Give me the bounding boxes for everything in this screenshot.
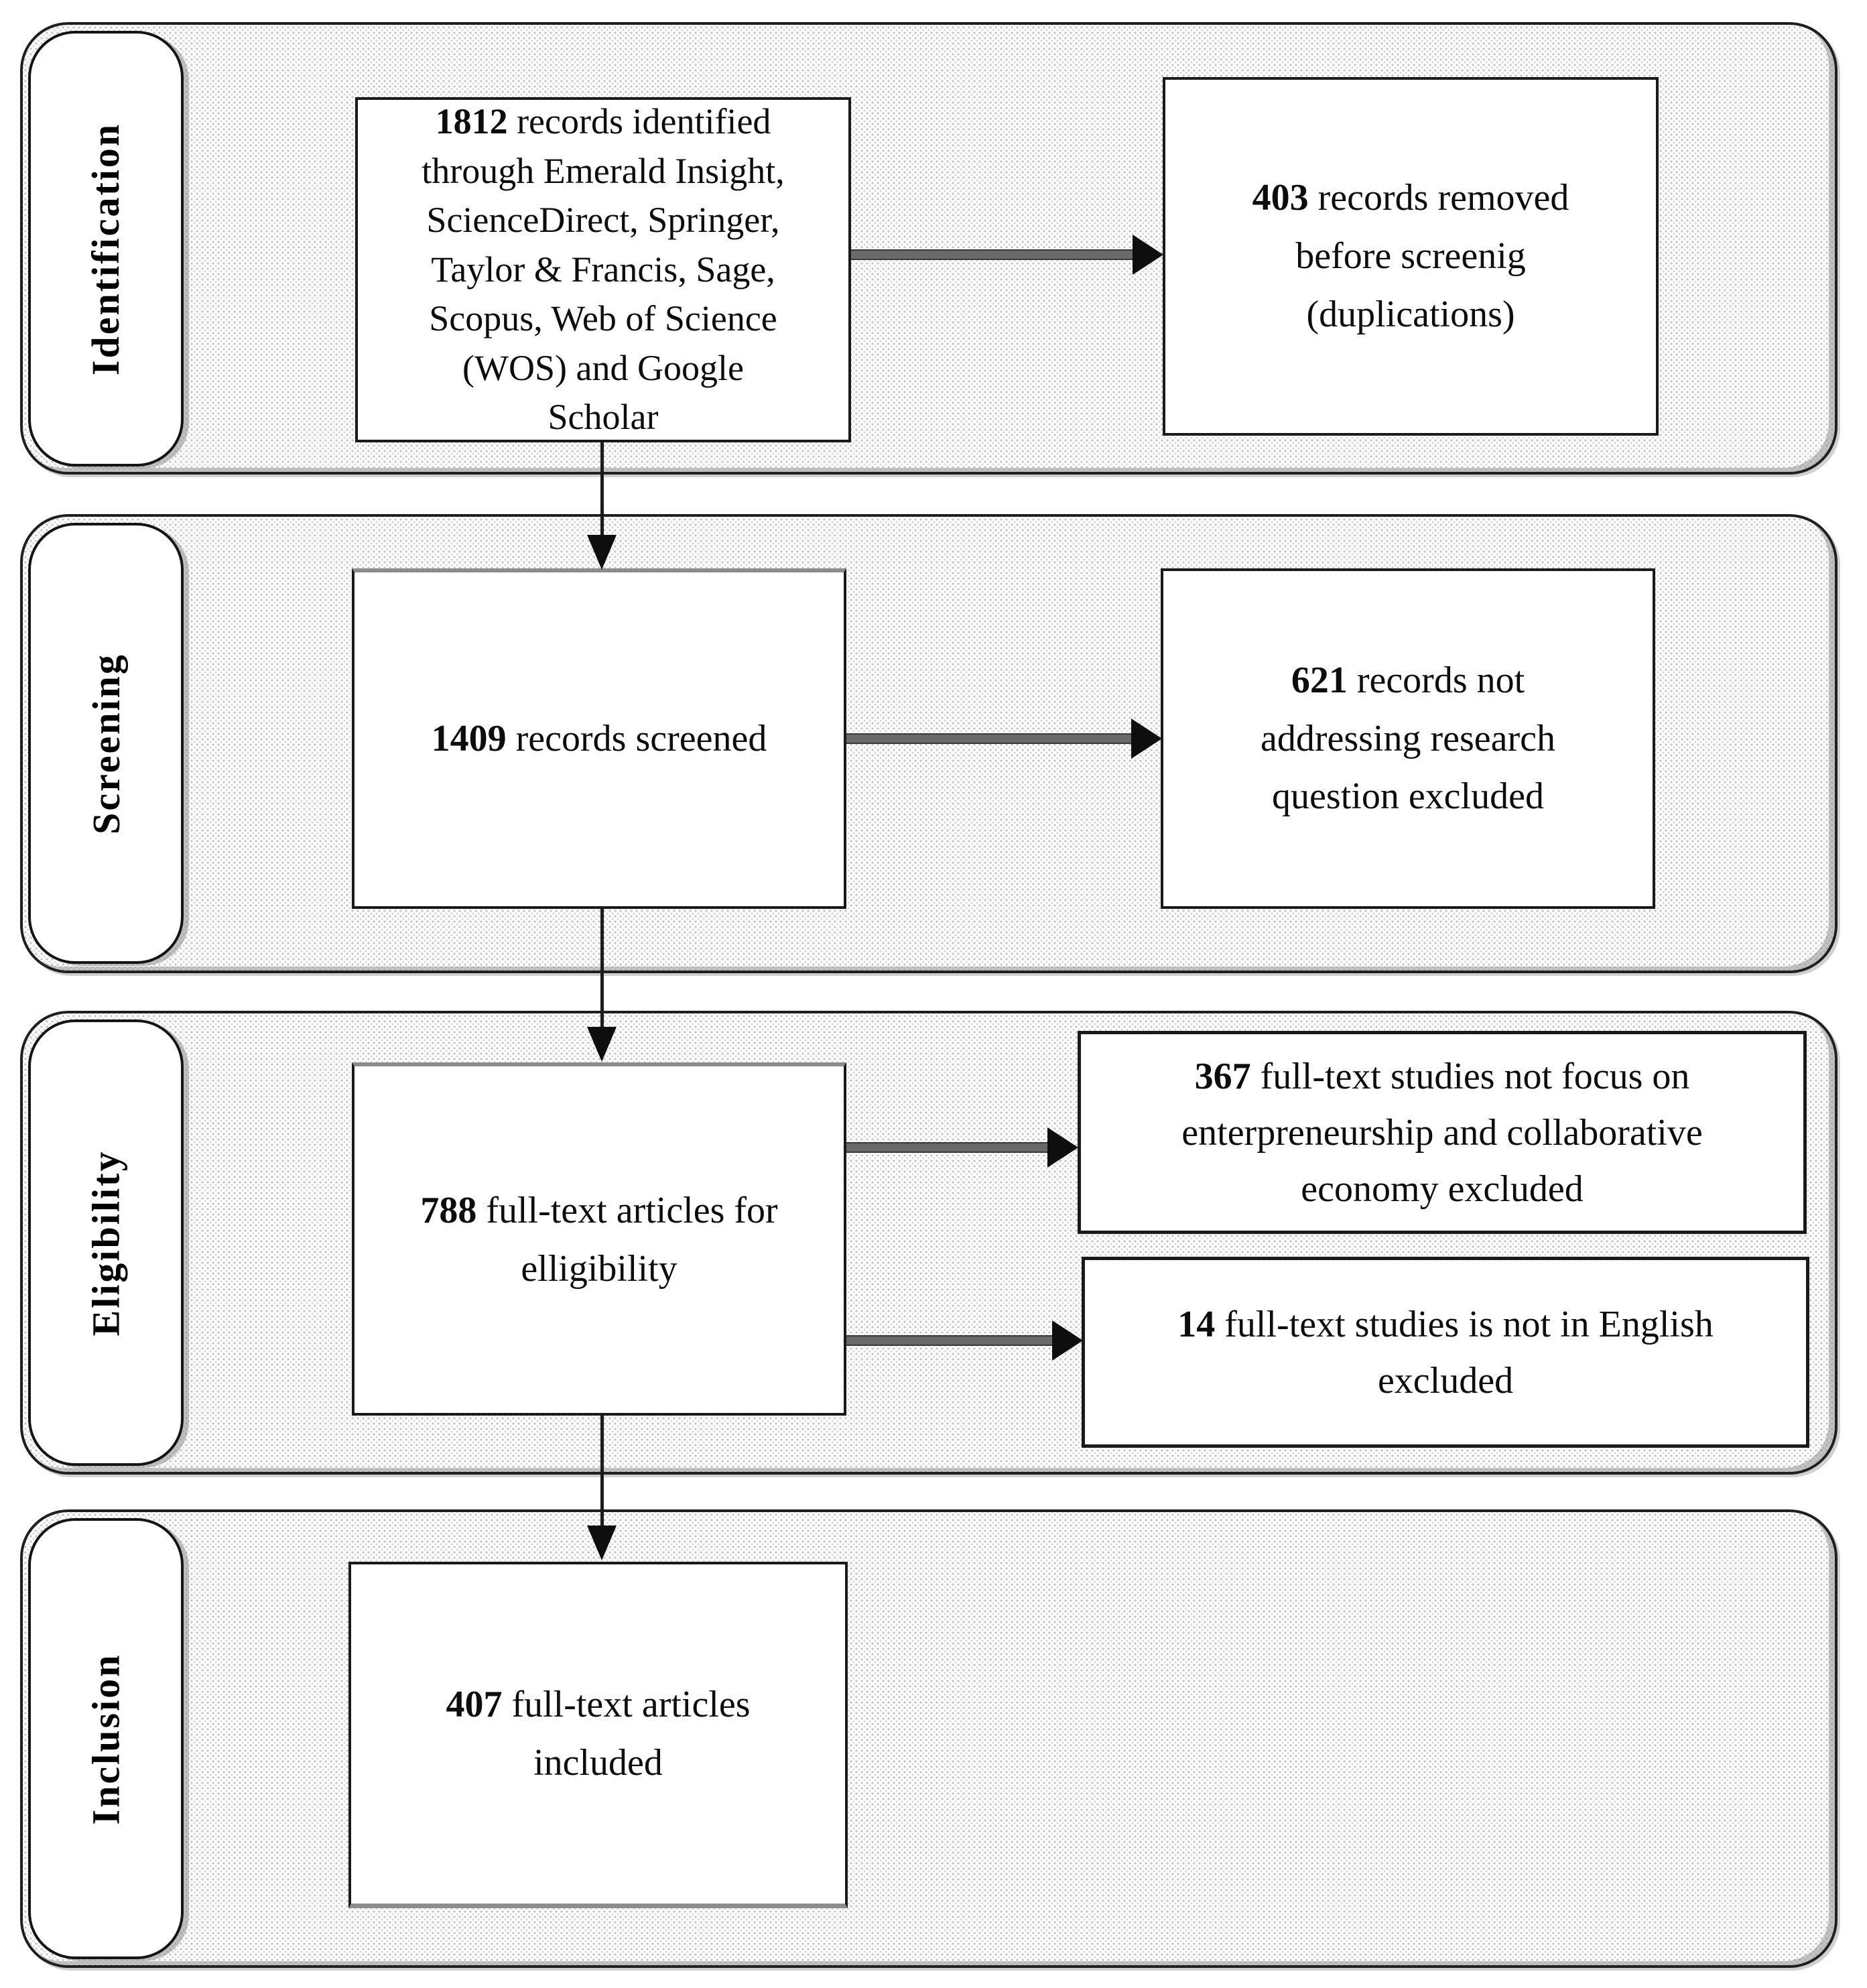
- stage-label-identification: Identification: [84, 122, 128, 375]
- box-records-not-addressing: 621 records not addressing research ques…: [1161, 568, 1655, 909]
- arrow-identified-to-removed: [851, 251, 1133, 259]
- arrowhead-right-icon: [1131, 719, 1162, 759]
- box-records-screened: 1409 records screened: [352, 568, 846, 909]
- arrow-fulltext-to-included: [600, 1416, 604, 1528]
- box-articles-included: 407 full-text articles included: [348, 1562, 848, 1908]
- box-records-identified: 1812 records identified through Emerald …: [355, 97, 851, 442]
- box-records-identified-text: 1812 records identified through Emerald …: [422, 101, 785, 438]
- box-fulltext-eligibility-text: 788 full-text articles for elligibility: [420, 1189, 778, 1290]
- box-records-removed-text: 403 records removed before screenig (dup…: [1252, 177, 1569, 335]
- stage-pill-identification: Identification: [28, 31, 184, 467]
- arrowhead-down-icon: [587, 535, 617, 570]
- band-inclusion: [20, 1509, 1838, 1968]
- arrow-identified-to-screened: [600, 442, 604, 538]
- box-not-focus-excluded: 367 full-text studies not focus on enter…: [1078, 1031, 1807, 1234]
- box-fulltext-eligibility: 788 full-text articles for elligibility: [352, 1062, 846, 1416]
- stage-label-eligibility: Eligibility: [84, 1150, 128, 1336]
- box-records-screened-text: 1409 records screened: [431, 718, 767, 760]
- arrowhead-down-icon: [587, 1526, 617, 1560]
- box-records-not-addressing-text: 621 records not addressing research ques…: [1260, 659, 1555, 818]
- arrowhead-right-icon: [1052, 1320, 1083, 1361]
- arrow-fulltext-to-not-english: [846, 1337, 1052, 1345]
- stage-label-screening: Screening: [84, 652, 128, 834]
- box-not-english-excluded: 14 full-text studies is not in English e…: [1082, 1257, 1809, 1448]
- count-fulltext: 788: [420, 1189, 477, 1231]
- count-included: 407: [446, 1684, 503, 1726]
- count-identified: 1812: [435, 101, 508, 142]
- count-screened: 1409: [431, 718, 507, 760]
- stage-label-inclusion: Inclusion: [84, 1653, 128, 1824]
- stage-pill-eligibility: Eligibility: [28, 1019, 184, 1466]
- box-records-removed: 403 records removed before screenig (dup…: [1163, 77, 1659, 436]
- box-articles-included-text: 407 full-text articles included: [446, 1684, 751, 1784]
- arrowhead-right-icon: [1133, 235, 1163, 275]
- stage-pill-inclusion: Inclusion: [28, 1518, 184, 1959]
- arrow-screened-to-not-addressing: [846, 735, 1131, 743]
- arrow-fulltext-to-not-focus: [846, 1143, 1047, 1152]
- box-not-focus-excluded-text: 367 full-text studies not focus on enter…: [1181, 1055, 1703, 1210]
- arrow-screened-to-fulltext: [600, 909, 604, 1030]
- stage-pill-screening: Screening: [28, 523, 184, 964]
- arrowhead-down-icon: [587, 1027, 617, 1062]
- count-removed: 403: [1252, 177, 1309, 219]
- box-not-english-excluded-text: 14 full-text studies is not in English e…: [1177, 1303, 1714, 1402]
- count-not-english: 14: [1177, 1303, 1216, 1345]
- count-not-focus: 367: [1194, 1055, 1251, 1097]
- arrowhead-right-icon: [1047, 1127, 1078, 1168]
- count-not-addressing: 621: [1291, 659, 1348, 701]
